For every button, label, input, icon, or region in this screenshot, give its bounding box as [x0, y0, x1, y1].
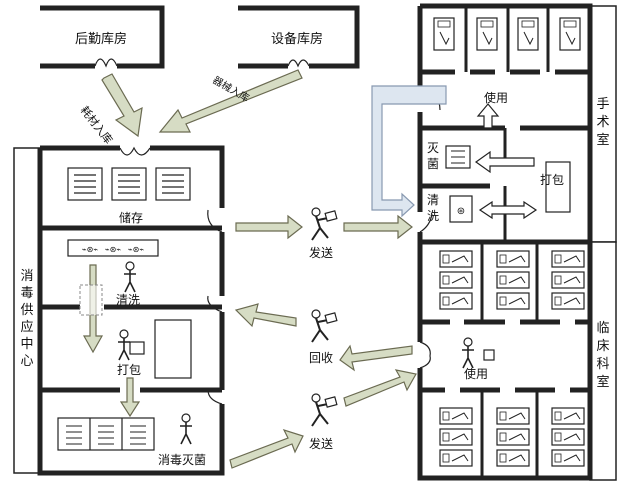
recycle-label: 回收	[309, 351, 333, 365]
packing-room: 打包	[117, 319, 192, 418]
or-use-label: 使用	[484, 90, 508, 105]
cssd-title-6: 心	[20, 354, 33, 369]
equipment-in-arrow: 器械入库	[158, 69, 303, 133]
cleaning-room: ⌁⊛⌁ ⌁⊛⌁ ⌁⊛⌁ 清洗	[67, 239, 159, 354]
sterilize-room: 消毒灭菌	[57, 413, 206, 467]
svg-text:⌁⊛⌁: ⌁⊛⌁	[82, 245, 99, 254]
equipment-store-room: 设备库房	[238, 5, 360, 69]
clinic-title-4: 室	[596, 374, 609, 390]
operating-room-block: 手 术 室 使用 灭 菌 打包 清 洗	[371, 3, 617, 245]
svg-text:⌁⊛⌁: ⌁⊛⌁	[105, 245, 122, 254]
or-title-2: 术	[596, 115, 609, 130]
sterilize-label: 消毒灭菌	[158, 453, 206, 467]
send-bottom-flow: 发送	[229, 369, 417, 469]
consumables-in-arrow: 耗材入库	[78, 73, 143, 147]
consumables-in-label: 耗材入库	[78, 103, 116, 146]
cleaning-label: 清洗	[116, 293, 140, 307]
logistics-store-room: 后勤库房	[40, 5, 165, 69]
or-clean-label-1: 清	[427, 193, 439, 207]
or-clean-label-2: 洗	[427, 209, 439, 223]
svg-text:⌁⊛⌁: ⌁⊛⌁	[128, 245, 145, 254]
send-top-flow: 发送	[235, 207, 413, 260]
clinic-title-2: 床	[596, 339, 609, 354]
or-steril-label-1: 灭	[427, 141, 439, 155]
recycle-flow: 回收	[234, 303, 413, 372]
clinic-title-3: 科	[596, 357, 609, 372]
cssd-title-2: 毒	[20, 286, 33, 301]
send-bottom-label: 发送	[309, 436, 333, 451]
packing-label: 打包	[117, 363, 141, 377]
clinic-use-label: 使用	[464, 366, 488, 381]
cssd-title-5: 中	[20, 337, 33, 352]
storage-label: 储存	[119, 210, 143, 225]
logistics-store-label: 后勤库房	[75, 31, 127, 47]
cssd-title-1: 消	[20, 269, 33, 284]
cssd-title-3: 供	[20, 303, 33, 318]
or-title-1: 手	[596, 97, 609, 112]
send-top-label: 发送	[309, 245, 333, 260]
clinical-dept-block: 临 床 科 室 使用	[417, 239, 617, 481]
or-pack-label: 打包	[540, 173, 564, 187]
cssd-title-4: 应	[20, 319, 33, 335]
or-steril-label-2: 菌	[427, 157, 439, 171]
or-title-3: 室	[596, 132, 609, 148]
clinic-title-1: 临	[596, 321, 609, 336]
svg-text:⊛: ⊛	[457, 206, 465, 217]
cssd-building: 消 毒 供 应 中 心	[13, 145, 225, 476]
storage-room: 储存	[67, 167, 191, 225]
equipment-store-label: 设备库房	[271, 31, 323, 47]
